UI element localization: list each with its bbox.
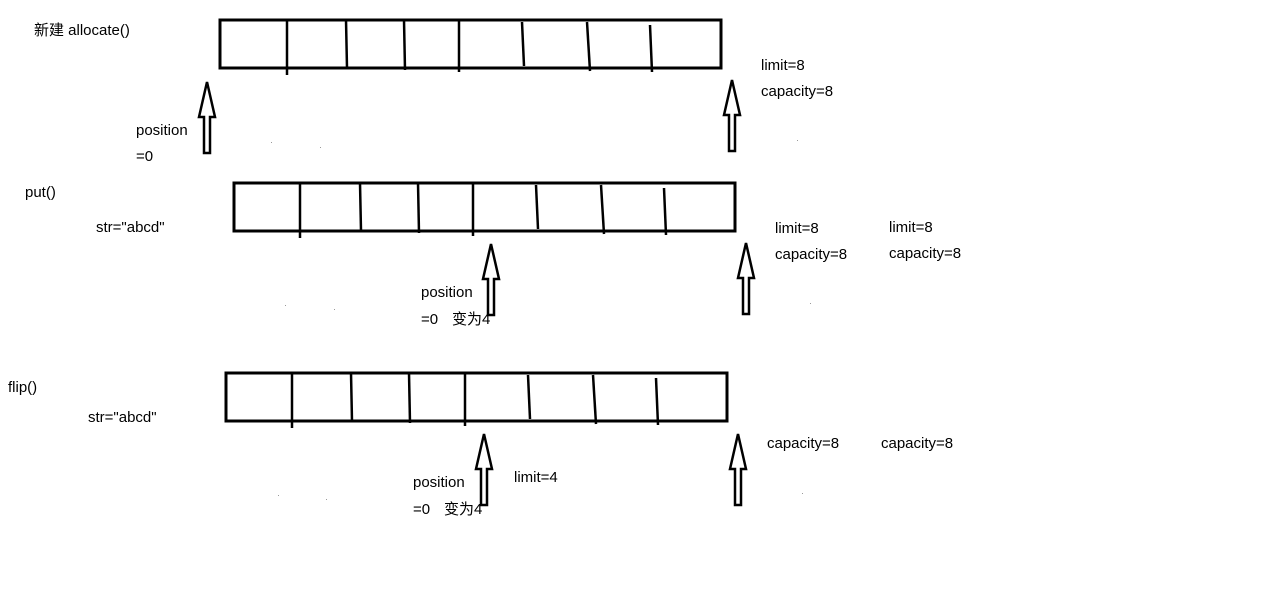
- buffer-put: [232, 181, 737, 238]
- position-value: =0: [421, 311, 439, 328]
- capacity-label-secondary: capacity=8: [881, 435, 954, 452]
- str-label: str="abcd": [88, 409, 157, 426]
- limit-label: limit=4: [514, 469, 558, 486]
- position-limit-arrow-icon: [474, 433, 494, 507]
- limit-capacity-arrow-icon: [736, 242, 756, 316]
- position-change: 变为4: [444, 501, 483, 518]
- position-value: =0: [136, 148, 154, 165]
- capacity-label: capacity=8: [775, 246, 848, 263]
- buffer-outline: [218, 18, 723, 70]
- buffer-flip: [224, 371, 729, 428]
- buffer-cell-dividers: [290, 372, 660, 428]
- position-value: =0: [413, 501, 431, 518]
- operation-label-allocate: 新建 allocate(): [34, 22, 130, 39]
- position-arrow-icon: [197, 81, 217, 155]
- buffer-outline: [232, 181, 737, 233]
- capacity-label: capacity=8: [767, 435, 840, 452]
- stray-dots: [271, 140, 811, 500]
- str-label: str="abcd": [96, 219, 165, 236]
- capacity-arrow-icon: [728, 433, 748, 507]
- buffer-allocate: [218, 18, 723, 75]
- capacity-label: capacity=8: [761, 83, 834, 100]
- position-label: position: [421, 284, 473, 301]
- limit-capacity-arrow-icon: [722, 79, 742, 153]
- buffer-outline: [224, 371, 729, 423]
- position-change: 变为4: [452, 311, 491, 328]
- buffer-cell-dividers: [298, 182, 668, 238]
- operation-label-flip: flip(): [8, 379, 38, 396]
- position-label: position: [136, 122, 188, 139]
- position-arrow-icon: [481, 243, 501, 317]
- position-label: position: [413, 474, 465, 491]
- limit-label: limit=8: [761, 57, 805, 74]
- limit-label: limit=8: [775, 220, 819, 237]
- buffer-cell-dividers: [285, 19, 654, 75]
- capacity-label-secondary: capacity=8: [889, 245, 962, 262]
- limit-label-secondary: limit=8: [889, 219, 933, 236]
- operation-label-put: put(): [25, 184, 56, 201]
